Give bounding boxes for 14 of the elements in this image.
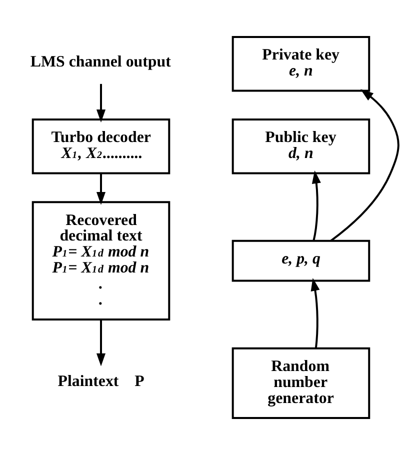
arrow bbox=[310, 278, 320, 348]
arrow bbox=[312, 170, 321, 242]
arrow bbox=[330, 89, 400, 242]
node-text: Plaintext P bbox=[58, 372, 144, 390]
node-box: e, p, q bbox=[232, 240, 370, 282]
node-box: Turbo decoder X1, X2.......... bbox=[32, 118, 170, 174]
node-box: Private key e, n bbox=[232, 36, 370, 92]
node-text: LMS channel output bbox=[30, 54, 171, 71]
arrow bbox=[96, 174, 106, 205]
node-box: Recovered decimal text P1= X1d mod n P1= X1d mod n . . bbox=[32, 201, 170, 321]
arrow bbox=[96, 84, 106, 122]
node-box: Random number generator bbox=[232, 347, 370, 420]
arrow bbox=[96, 320, 106, 366]
node-box: Public key d, n bbox=[232, 118, 370, 174]
